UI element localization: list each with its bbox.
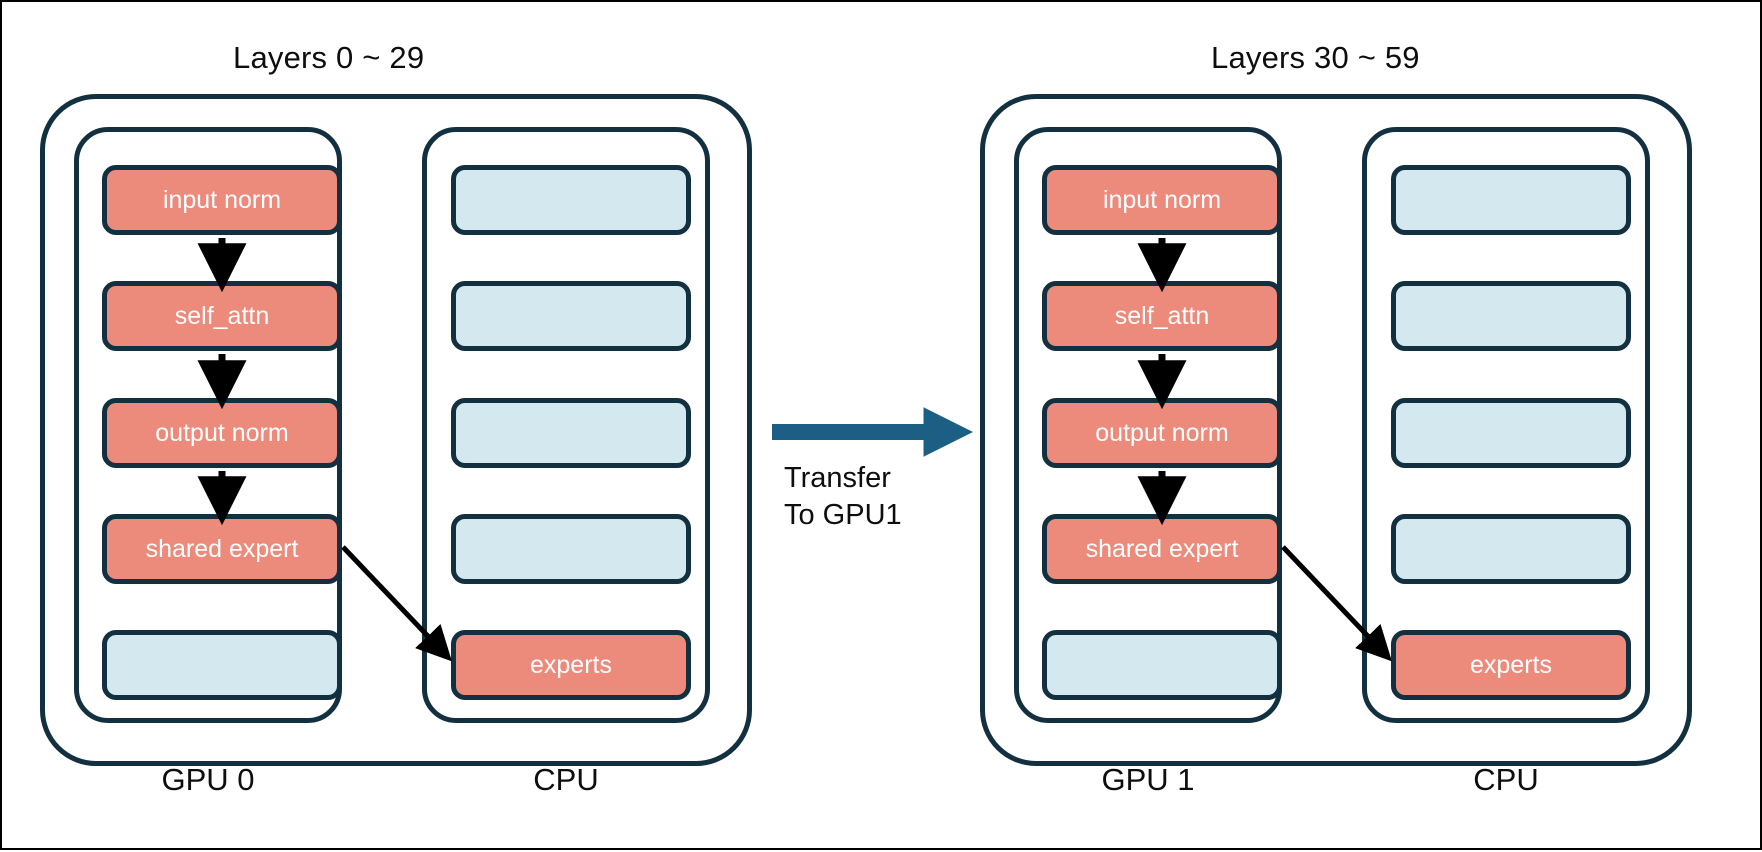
- block-placeholder-cpu1-4[interactable]: [1391, 514, 1631, 584]
- hardware-label-cpu-1: CPU: [1473, 762, 1539, 797]
- block-placeholder-cpu0-4[interactable]: [451, 514, 691, 584]
- panel-right-title: Layers 30 ~ 59: [1211, 40, 1420, 75]
- block-output-norm-gpu0[interactable]: output norm: [102, 398, 342, 468]
- block-placeholder-gpu0-5[interactable]: [102, 630, 342, 700]
- block-input-norm-gpu0[interactable]: input norm: [102, 165, 342, 235]
- block-self-attn-gpu1[interactable]: self_attn: [1042, 281, 1282, 351]
- hardware-label-cpu-0: CPU: [533, 762, 599, 797]
- hardware-label-gpu-1: GPU 1: [1101, 762, 1195, 797]
- block-placeholder-cpu1-3[interactable]: [1391, 398, 1631, 468]
- block-placeholder-cpu0-1[interactable]: [451, 165, 691, 235]
- transfer-caption-line-2: To GPU1: [784, 499, 902, 532]
- block-placeholder-gpu1-5[interactable]: [1042, 630, 1282, 700]
- block-shared-expert-gpu0[interactable]: shared expert: [102, 514, 342, 584]
- block-input-norm-gpu1[interactable]: input norm: [1042, 165, 1282, 235]
- panel-left-title: Layers 0 ~ 29: [233, 40, 425, 75]
- block-shared-expert-gpu1[interactable]: shared expert: [1042, 514, 1282, 584]
- block-placeholder-cpu1-2[interactable]: [1391, 281, 1631, 351]
- block-placeholder-cpu0-2[interactable]: [451, 281, 691, 351]
- block-experts-cpu0[interactable]: experts: [451, 630, 691, 700]
- block-output-norm-gpu1[interactable]: output norm: [1042, 398, 1282, 468]
- hardware-label-gpu-0: GPU 0: [161, 762, 255, 797]
- transfer-caption-line-1: Transfer: [784, 462, 891, 494]
- block-placeholder-cpu0-3[interactable]: [451, 398, 691, 468]
- transfer-caption: Transfer To GPU1: [784, 460, 902, 534]
- block-experts-cpu1[interactable]: experts: [1391, 630, 1631, 700]
- block-placeholder-cpu1-1[interactable]: [1391, 165, 1631, 235]
- block-self-attn-gpu0[interactable]: self_attn: [102, 281, 342, 351]
